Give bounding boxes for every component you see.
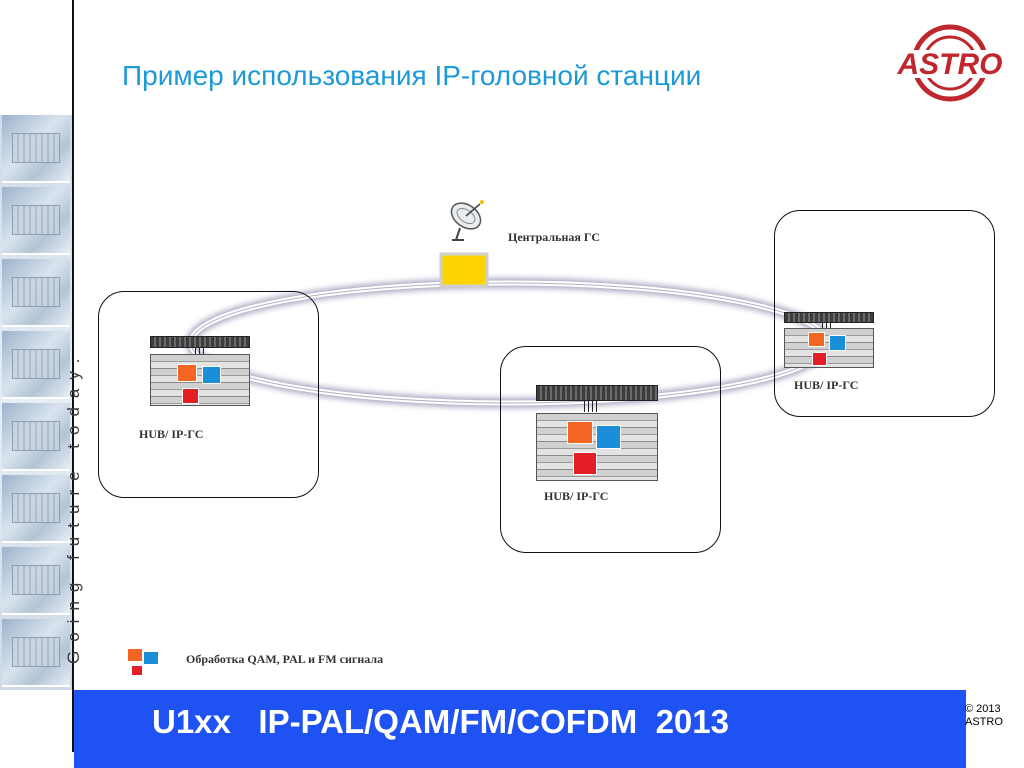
product-thumbnail [2,115,70,183]
hub-box-left [98,291,319,498]
hub-box-center [500,346,721,553]
satellite-dish-icon [450,200,484,241]
hub-label-center: HUB/ IP-ГС [544,489,609,503]
copyright-year: © 2013 [965,703,1001,715]
hub-equipment-center [536,385,658,481]
product-thumbnail [2,259,70,327]
footer-title: U1xx IP-PAL/QAM/FM/COFDM 2013 [152,703,729,740]
hub-equipment-right [784,312,874,368]
signal-processing-icon [127,648,161,676]
hub-label-left: HUB/ IP-ГС [139,427,204,441]
central-headend-box [439,252,489,288]
headend-chassis-icon [150,354,250,406]
product-thumbnail [2,547,70,615]
central-headend-label: Центральная ГС [508,230,601,244]
divider-line [72,0,74,752]
logo-text: ASTRO [897,48,1003,81]
network-switch-icon [536,385,658,401]
astro-logo: ASTRO [890,24,1010,102]
copyright-owner: ASTRO [965,716,1003,728]
hub-equipment-left [150,336,250,406]
legend-label: Обработка QAM, PAL и FM сигнала [186,652,384,666]
footer-bar [74,690,966,768]
product-thumbnail [2,475,70,543]
product-thumbnail [2,619,70,687]
hub-box-right [774,210,995,417]
page-title: Пример использования IP-головной станции [122,60,702,91]
product-thumbnail [2,331,70,399]
product-thumbnail-strip [0,115,72,690]
hub-label-right: HUB/ IP-ГС [794,378,859,392]
product-thumbnail [2,403,70,471]
footer-copyright-area [966,690,1024,768]
product-thumbnail [2,187,70,255]
